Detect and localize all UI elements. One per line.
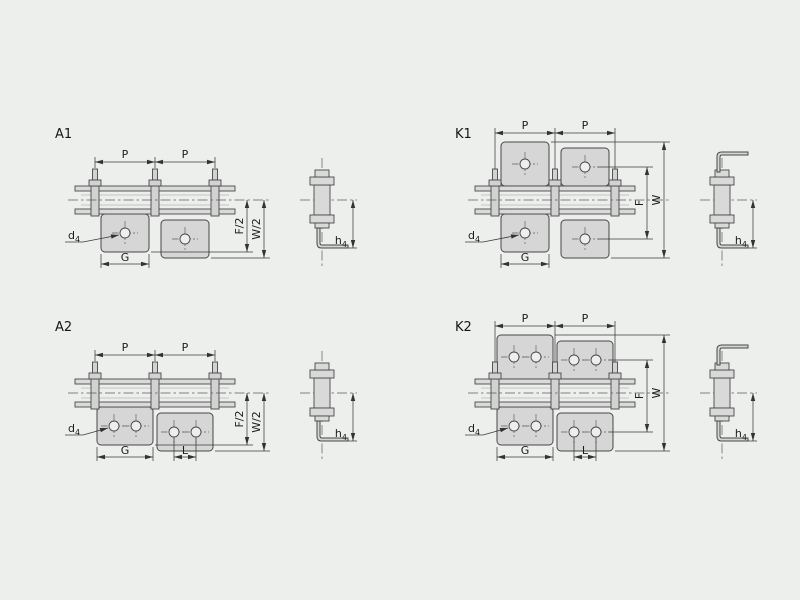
dim-label-p2: P [182,341,189,354]
panel-k1-title: K1 [455,127,472,142]
dim-label-d4: d4 [468,422,480,437]
dim-label-p1: P [122,148,129,161]
attachment-plates-k1 [500,141,610,259]
dim-label-f: F [633,393,646,399]
end-view-k1: h4 [700,151,757,266]
panel-a1-title: A1 [55,127,72,142]
dim-label-p2: P [582,119,589,132]
dim-label-d4: d4 [468,229,480,244]
dimensions-a2: P P F/2 W/2 G L d4 [65,341,270,461]
dim-label-g: G [121,251,130,264]
dim-label-l: L [182,444,189,457]
end-view-a1: h4 [300,158,357,266]
dim-label-f: F [633,200,646,206]
dim-label-f2: F/2 [233,410,246,427]
dim-label-f2: F/2 [233,217,246,234]
dim-label-w2: W/2 [250,218,263,240]
end-view-k2: h4 [700,344,757,459]
dim-label-g: G [521,444,530,457]
dim-label-w2: W/2 [250,411,263,433]
attachment-plates-k2 [496,334,614,452]
panel-a2-title: A2 [55,320,72,335]
dimensions-k1: P P F W G d4 [465,119,670,268]
dim-label-p1: P [522,119,529,132]
dim-label-g: G [121,444,130,457]
attachment-plates-a1 [100,213,210,259]
end-view-a2: h4 [300,351,357,459]
panel-k1: K1 P P F W [455,119,757,268]
dim-label-h4: h4 [335,234,347,249]
dim-label-h4: h4 [735,234,747,249]
dimensions-a1: P P F/2 W/2 G d4 [65,148,270,268]
dim-label-g: G [521,251,530,264]
panel-k2: K2 P P F [455,312,757,461]
dim-label-p2: P [582,312,589,325]
dim-label-d4: d4 [68,229,80,244]
dim-label-h4: h4 [335,427,347,442]
dim-label-d4: d4 [68,422,80,437]
dim-label-p1: P [522,312,529,325]
panel-a2: A2 P P F/2 W/2 G [55,320,357,461]
panel-k2-title: K2 [455,320,472,335]
dim-label-p2: P [182,148,189,161]
panel-a1: A1 P P F/2 W/2 G [55,127,357,268]
dim-label-h4: h4 [735,427,747,442]
attachment-plates-a2 [96,406,214,452]
dimensions-k2: P P F W G L d4 [465,312,670,461]
dim-label-w: W [650,387,663,398]
dim-label-l: L [582,444,589,457]
dim-label-p1: P [122,341,129,354]
dim-label-w: W [650,194,663,205]
